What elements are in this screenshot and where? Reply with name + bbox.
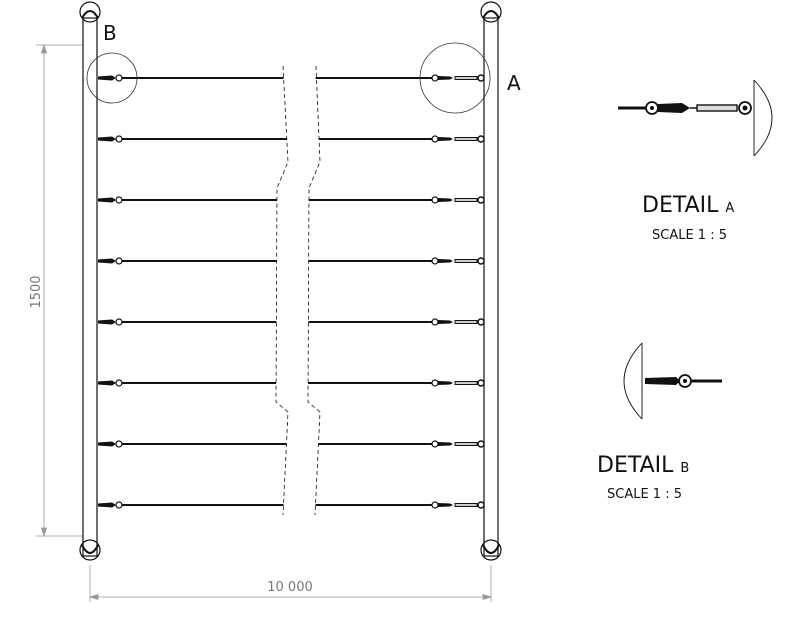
break-line-left (275, 65, 289, 516)
detail-a-scale: SCALE 1 : 5 (652, 228, 727, 243)
cable-row (98, 74, 485, 82)
detail-a-view (618, 79, 773, 157)
left-fitting (98, 441, 116, 447)
post-eye-icon (477, 379, 485, 387)
detail-b-callout: B (103, 21, 117, 45)
cable-row (98, 501, 485, 509)
left-fitting (98, 502, 116, 508)
right-fitting (438, 381, 453, 385)
cable-row (98, 257, 485, 265)
detail-a-title-word: DETAIL (642, 193, 719, 218)
detail-a-letter: A (725, 201, 734, 216)
post-eye-icon (477, 440, 485, 448)
left-fitting (98, 380, 116, 386)
post-eye-icon (477, 135, 485, 143)
cable-row (98, 440, 485, 448)
turnbuckle (454, 259, 478, 263)
post-eye-icon (477, 74, 485, 82)
turnbuckle (454, 137, 478, 141)
left-fitting (98, 197, 116, 203)
left-fitting (98, 136, 116, 142)
swage-eye-icon (115, 257, 123, 265)
turnbuckle (454, 503, 478, 507)
cable-rows (98, 74, 485, 509)
detail-circle-b (86, 52, 138, 104)
detail-circle-a (419, 42, 491, 114)
detail-b-title: DETAIL B (597, 453, 689, 478)
right-fitting (438, 137, 453, 141)
left-fitting (98, 75, 116, 81)
break-line-right (307, 65, 321, 516)
swage-eye-icon (431, 501, 439, 509)
turnbuckle (454, 320, 478, 324)
swage-eye-icon (431, 196, 439, 204)
right-fitting (438, 198, 453, 202)
post-eye-icon (477, 501, 485, 509)
detail-b-title-word: DETAIL (597, 453, 674, 478)
left-fitting (98, 319, 116, 325)
swage-eye-icon (115, 196, 123, 204)
width-dimension-value: 10 000 (267, 580, 313, 595)
cable-row (98, 379, 485, 387)
detail-b-scale: SCALE 1 : 5 (607, 487, 682, 502)
right-fitting (438, 442, 453, 446)
turnbuckle (454, 76, 478, 80)
swage-eye-icon (431, 318, 439, 326)
detail-a-callout: A (507, 71, 521, 95)
cable-row (98, 318, 485, 326)
right-post (480, 1, 502, 561)
swage-eye-icon (115, 318, 123, 326)
right-fitting (438, 259, 453, 263)
swage-eye-icon (115, 440, 123, 448)
right-fitting (438, 503, 453, 507)
swage-eye-icon (115, 135, 123, 143)
width-dimension (88, 565, 493, 602)
left-fitting (98, 258, 116, 264)
post-eye-icon (477, 257, 485, 265)
post-eye-icon (477, 318, 485, 326)
right-fitting (438, 320, 453, 324)
swage-eye-icon (115, 74, 123, 82)
cable-row (98, 135, 485, 143)
swage-eye-icon (431, 74, 439, 82)
left-post (79, 1, 101, 561)
swage-eye-icon (431, 257, 439, 265)
turnbuckle (454, 198, 478, 202)
detail-b-letter: B (680, 461, 689, 476)
swage-eye-icon (115, 379, 123, 387)
cable-row (98, 196, 485, 204)
post-eye-icon (477, 196, 485, 204)
swage-eye-icon (431, 440, 439, 448)
detail-a-title: DETAIL A (642, 193, 734, 218)
right-fitting (438, 76, 453, 80)
turnbuckle (454, 442, 478, 446)
height-dimension-value: 1500 (29, 275, 44, 308)
swage-eye-icon (431, 135, 439, 143)
swage-eye-icon (431, 379, 439, 387)
swage-eye-icon (115, 501, 123, 509)
detail-b-view (623, 342, 722, 420)
height-dimension (36, 43, 84, 538)
turnbuckle (454, 381, 478, 385)
